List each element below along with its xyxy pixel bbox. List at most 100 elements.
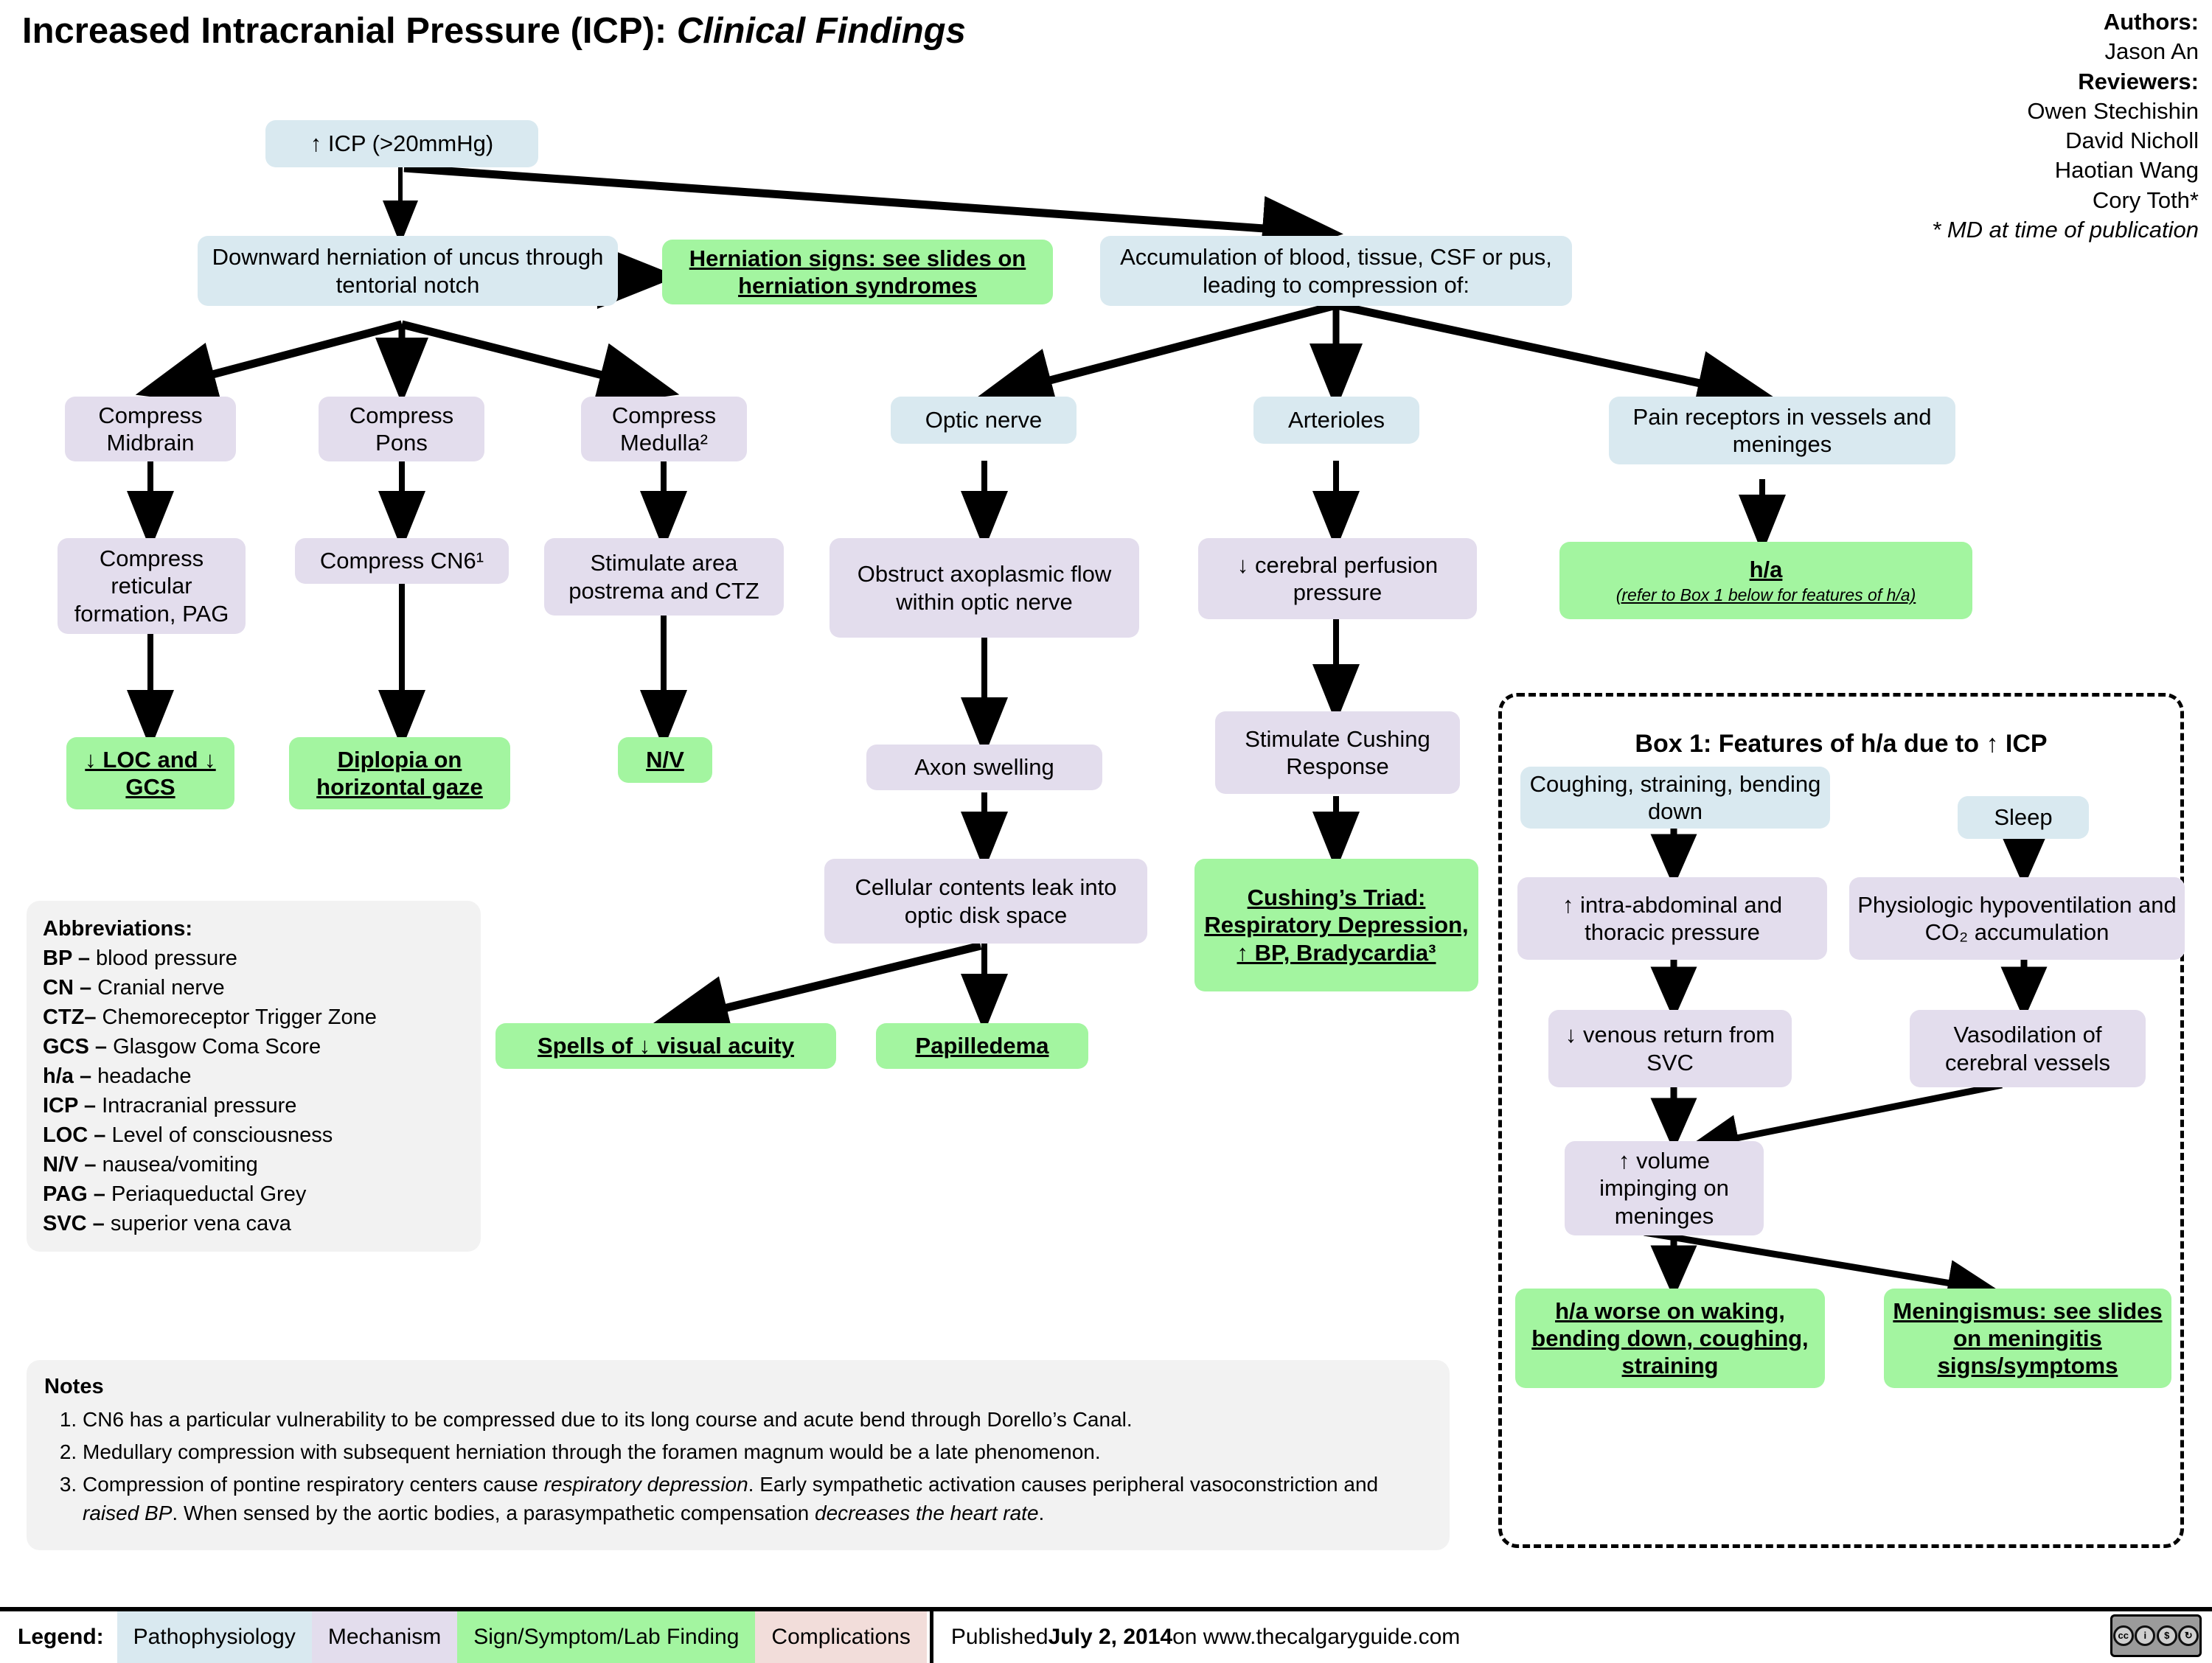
abbr-def: Periaqueductal Grey [105,1182,307,1207]
node-label: Stimulate Cushing Response [1245,725,1430,779]
abbr-key: CTZ– [43,1005,97,1030]
node-label: Arterioles [1288,407,1385,433]
node-compress-reticular[interactable]: Compress reticular formation, PAG [58,538,246,634]
legend-item-complications[interactable]: Complications [755,1611,927,1663]
box1-title: Box 1: Features of h/a due to ↑ ICP [1635,730,2048,758]
node-label: Optic nerve [925,407,1043,433]
abbr-key: h/a – [43,1064,92,1089]
note-text: . Early sympathetic activation causes pe… [748,1472,1379,1496]
legend-label: Legend: [18,1625,104,1649]
node-meningismus[interactable]: Meningismus: see slides on meningitis si… [1884,1289,2171,1388]
node-label: Downward herniation of uncus through ten… [212,244,604,298]
node-downward-herniation[interactable]: Downward herniation of uncus through ten… [198,236,618,306]
abbreviation-item: N/V – nausea/vomiting [43,1150,465,1179]
node-cellular-contents[interactable]: Cellular contents leak into optic disk s… [824,859,1147,944]
node-label: N/V [646,747,684,773]
author-name: Jason An [2104,38,2199,65]
note-emphasis: raised BP [83,1502,173,1525]
abbreviations-heading: Abbreviations: [43,917,193,941]
note-text: . [1038,1502,1045,1525]
node-compress-cn6[interactable]: Compress CN6¹ [295,538,509,584]
node-label: ↑ intra-abdominal and thoracic pressure [1562,891,1783,945]
reviewer-name: David Nicholl [2065,128,2199,154]
note-item: CN6 has a particular vulnerability to be… [83,1405,1432,1434]
node-herniation-signs[interactable]: Herniation signs: see slides on herniati… [662,240,1053,304]
node-sleep[interactable]: Sleep [1958,796,2089,839]
legend-item-mechanism[interactable]: Mechanism [311,1611,458,1663]
node-accumulation[interactable]: Accumulation of blood, tissue, CSF or pu… [1100,236,1572,306]
node-label: Papilledema [915,1033,1049,1059]
node-venous-return-svc[interactable]: ↓ venous return from SVC [1548,1010,1792,1087]
abbr-def: superior vena cava [104,1212,291,1236]
node-label: Obstruct axoplasmic flow within optic ne… [857,561,1112,615]
legend-item-label: Sign/Symptom/Lab Finding [473,1625,740,1649]
node-stimulate-cushing[interactable]: Stimulate Cushing Response [1215,711,1460,794]
legend-item-label: Complications [771,1625,911,1649]
node-label: Pain receptors in vessels and meninges [1632,403,1932,457]
node-label: h/a [1749,556,1783,582]
node-label: Meningismus: see slides on meningitis si… [1893,1297,2163,1379]
node-axon-swelling[interactable]: Axon swelling [866,745,1102,790]
node-loc-gcs[interactable]: ↓ LOC and ↓ GCS [66,737,234,809]
abbreviation-item: PAG – Periaqueductal Grey [43,1179,465,1209]
node-intra-abdominal-pressure[interactable]: ↑ intra-abdominal and thoracic pressure [1517,877,1827,960]
published-site: on www.thecalgaryguide.com [1172,1625,1461,1649]
publication-info: Published July 2, 2014 on www.thecalgary… [929,1611,1478,1663]
abbr-def: blood pressure [89,946,237,971]
node-arterioles[interactable]: Arterioles [1253,397,1419,444]
abbr-def: headache [91,1064,192,1089]
node-label: Axon swelling [914,754,1054,781]
node-optic-nerve[interactable]: Optic nerve [891,397,1077,444]
node-label: Compress CN6¹ [319,548,484,574]
creative-commons-icon[interactable]: cc i $ ↻ [2110,1614,2202,1657]
node-compress-pons[interactable]: Compress Pons [319,397,484,461]
abbr-key: BP – [43,946,90,971]
reviewer-name: Owen Stechishin [2027,97,2199,124]
node-ha[interactable]: h/a (refer to Box 1 below for features o… [1559,542,1972,619]
node-cerebral-perfusion[interactable]: ↓ cerebral perfusion pressure [1198,538,1477,619]
reviewers-label: Reviewers: [2078,68,2199,94]
node-spells-visual-acuity[interactable]: Spells of ↓ visual acuity [495,1023,836,1069]
abbreviation-item: ICP – Intracranial pressure [43,1091,465,1120]
note-emphasis: respiratory depression [543,1472,748,1496]
abbr-key: N/V – [43,1153,97,1177]
node-vasodilation-cerebral[interactable]: Vasodilation of cerebral vessels [1910,1010,2146,1087]
abbreviation-item: LOC – Level of consciousness [43,1120,465,1150]
abbreviation-item: CN – Cranial nerve [43,973,465,1003]
notes-panel: Notes CN6 has a particular vulnerability… [27,1360,1450,1551]
node-coughing-straining[interactable]: Coughing, straining, bending down [1520,767,1830,829]
node-cushings-triad[interactable]: Cushing’s Triad: Respiratory Depression,… [1194,859,1478,991]
node-icp[interactable]: ↑ ICP (>20mmHg) [265,120,538,167]
node-diplopia[interactable]: Diplopia on horizontal gaze [289,737,510,809]
abbr-def: nausea/vomiting [96,1153,258,1177]
legend-item-sign-symptom[interactable]: Sign/Symptom/Lab Finding [457,1611,756,1663]
node-compress-midbrain[interactable]: Compress Midbrain [65,397,236,461]
node-volume-impinging[interactable]: ↑ volume impinging on meninges [1565,1141,1764,1235]
abbr-key: CN – [43,976,92,1000]
node-nv[interactable]: N/V [618,737,712,783]
page-title-main: Increased Intracranial Pressure (ICP): [22,11,667,51]
node-pain-receptors[interactable]: Pain receptors in vessels and meninges [1609,397,1955,464]
legend-item-label: Mechanism [327,1625,442,1649]
abbreviation-item: CTZ– Chemoreceptor Trigger Zone [43,1003,465,1032]
authors-label: Authors: [2103,9,2199,35]
published-prefix: Published [950,1625,1048,1649]
reviewer-name: Haotian Wang [2054,157,2199,184]
node-stimulate-area-postrema[interactable]: Stimulate area postrema and CTZ [544,538,784,616]
node-label: Herniation signs: see slides on herniati… [689,245,1026,299]
box1-container [1498,693,2184,1548]
node-physiologic-hypoventilation[interactable]: Physiologic hypoventilation and CO₂ accu… [1849,877,2185,960]
abbr-def: Cranial nerve [91,976,225,1000]
published-date: July 2, 2014 [1048,1625,1173,1649]
node-label: ↓ cerebral perfusion pressure [1237,551,1439,605]
abbr-key: PAG – [43,1182,105,1207]
node-label: Compress reticular formation, PAG [74,545,229,627]
node-compress-medulla[interactable]: Compress Medulla² [581,397,747,461]
node-obstruct-axoplasmic[interactable]: Obstruct axoplasmic flow within optic ne… [830,538,1139,638]
node-ha-worse[interactable]: h/a worse on waking, bending down, cough… [1515,1289,1825,1388]
node-papilledema[interactable]: Papilledema [876,1023,1088,1069]
legend-item-pathophysiology[interactable]: Pathophysiology [116,1611,312,1663]
abbreviation-item: h/a – headache [43,1061,465,1091]
note-item: Medullary compression with subsequent he… [83,1437,1432,1467]
legend-item-label: Pathophysiology [133,1625,296,1649]
